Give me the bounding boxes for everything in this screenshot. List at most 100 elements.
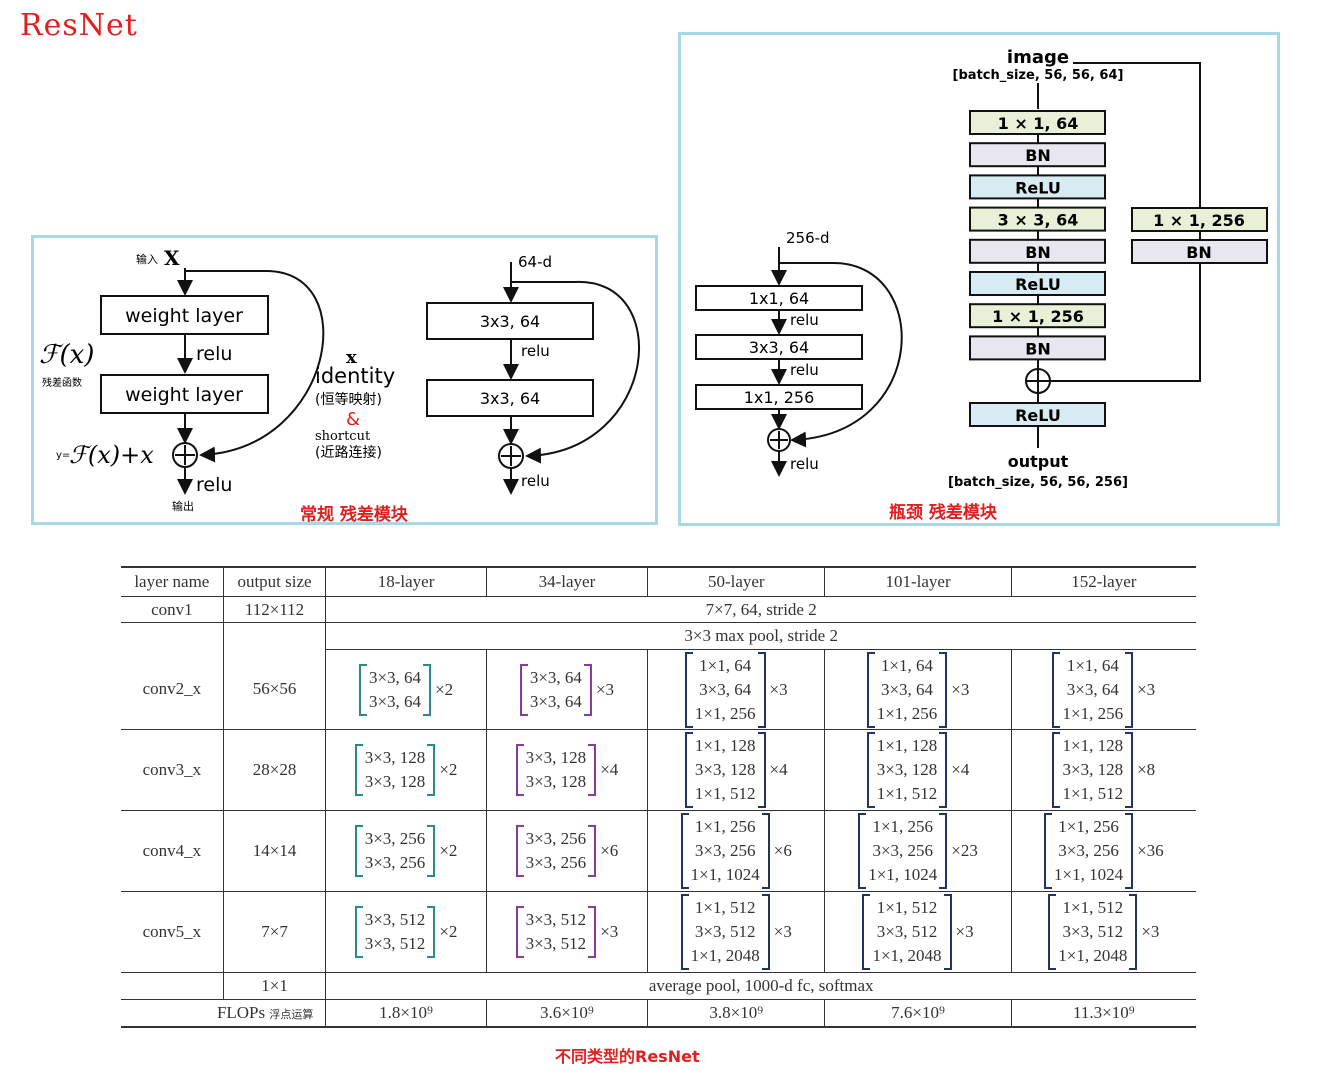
identity-label: identity bbox=[315, 364, 395, 388]
right-input-label: 64-d bbox=[518, 253, 552, 271]
conv5_x-name: conv5_x bbox=[121, 891, 224, 973]
block-multiplier: ×3 bbox=[1141, 922, 1160, 941]
header-layer-name: layer name bbox=[121, 566, 224, 597]
residual-function-symbol: ℱ(x) bbox=[39, 340, 94, 370]
header-18-layer: 18-layer bbox=[325, 566, 487, 597]
block-line: 1×1, 64 bbox=[699, 655, 752, 675]
block-line: 1×1, 256 bbox=[1058, 817, 1119, 836]
sum-expression: ℱ(x)+x bbox=[69, 441, 154, 469]
flops-value-1: 1.8×10⁹ bbox=[325, 999, 487, 1028]
block-line: 3×3, 512 bbox=[1062, 922, 1124, 941]
conv3_x-size: 28×28 bbox=[223, 729, 327, 811]
table-row-conv1: conv1 112×112 7×7, 64, stride 2 bbox=[121, 596, 1196, 623]
block-line: 1×1, 64 bbox=[1066, 655, 1119, 675]
flops-value-5: 11.3×10⁹ bbox=[1011, 999, 1196, 1028]
final-desc: average pool, 1000-d fc, softmax bbox=[325, 972, 1196, 1000]
header-101-layer: 101-layer bbox=[824, 566, 1012, 597]
bottleneck-layer-6-label: ReLU bbox=[1015, 275, 1061, 294]
pool-spacer bbox=[121, 622, 224, 650]
block-line: 1×1, 128 bbox=[1062, 736, 1124, 755]
block-multiplier: ×4 bbox=[600, 760, 619, 779]
shortcut-conv-label: 1 × 1, 256 bbox=[1153, 211, 1245, 230]
block-multiplier: ×3 bbox=[951, 679, 970, 699]
bottleneck-layer-4-label: 3 × 3, 64 bbox=[998, 211, 1079, 230]
block-line: 1×1, 512 bbox=[694, 784, 756, 803]
block-multiplier: ×3 bbox=[600, 922, 619, 941]
block-line: 3×3, 64 bbox=[699, 679, 752, 699]
block-line: 3×3, 256 bbox=[1058, 841, 1119, 860]
block-multiplier: ×3 bbox=[773, 922, 792, 941]
left-relu-out: relu bbox=[790, 455, 819, 473]
block-line: 3×3, 64 bbox=[529, 667, 582, 687]
block-line: 1×1, 512 bbox=[876, 784, 938, 803]
final-size: 1×1 bbox=[223, 972, 327, 1000]
block-multiplier: ×4 bbox=[951, 760, 970, 779]
shortcut-label: shortcut bbox=[315, 429, 371, 444]
right-relu-mid: relu bbox=[521, 342, 550, 360]
block-multiplier: ×2 bbox=[439, 841, 458, 860]
block-line: 3×3, 256 bbox=[872, 841, 934, 860]
block-line: 3×3, 128 bbox=[525, 772, 587, 791]
block-line: 3×3, 256 bbox=[364, 853, 426, 872]
amp-symbol: & bbox=[346, 409, 360, 430]
pool-spacer-size bbox=[223, 622, 327, 650]
relu-mid-label: relu bbox=[196, 343, 232, 365]
left-relu-2: relu bbox=[790, 361, 819, 379]
block-line: 3×3, 512 bbox=[694, 922, 756, 941]
conv1-desc: 7×7, 64, stride 2 bbox=[325, 596, 1196, 623]
block-line: 3×3, 512 bbox=[525, 934, 587, 953]
conv4_x-name: conv4_x bbox=[121, 810, 224, 892]
output-label: 输出 bbox=[172, 499, 194, 513]
bottleneck-layer-5 bbox=[969, 238, 1106, 264]
shortcut-cn: (近路连接) bbox=[315, 444, 382, 461]
block-line: 1×1, 512 bbox=[1062, 784, 1124, 803]
conv3_x-name: conv3_x bbox=[121, 729, 224, 811]
conv1-name: conv1 bbox=[121, 596, 224, 623]
block-line: 3×3, 128 bbox=[1062, 760, 1124, 779]
residual-function-caption: 残差函数 bbox=[42, 376, 82, 389]
right-box-1 bbox=[426, 302, 594, 340]
relu-out-label: relu bbox=[196, 474, 232, 496]
block-multiplier: ×8 bbox=[1137, 760, 1156, 779]
block-line: 3×3, 64 bbox=[368, 667, 422, 687]
table-caption: 不同类型的ResNet bbox=[555, 1047, 700, 1066]
resnet-architecture-table: layer name output size 18-layer 34-layer… bbox=[121, 566, 1196, 1028]
block-line: 1×1, 64 bbox=[880, 655, 934, 675]
block-multiplier: ×2 bbox=[435, 679, 454, 699]
table-header-row: layer name output size 18-layer 34-layer… bbox=[121, 566, 1196, 597]
block-multiplier: ×6 bbox=[773, 841, 792, 860]
header-152-layer: 152-layer bbox=[1011, 566, 1196, 597]
after-sum-relu-label: ReLU bbox=[1015, 406, 1061, 425]
left-box-3-label: 1x1, 256 bbox=[744, 388, 815, 407]
block-line: 3×3, 256 bbox=[525, 853, 587, 872]
pool-desc: 3×3 max pool, stride 2 bbox=[325, 622, 1196, 650]
left-box-2-label: 3x3, 64 bbox=[749, 338, 809, 357]
shortcut-conv bbox=[1131, 207, 1268, 232]
block-line: 1×1, 1024 bbox=[690, 865, 760, 884]
weight-layer-2-label: weight layer bbox=[125, 384, 243, 406]
y-prefix: y= bbox=[56, 450, 70, 461]
